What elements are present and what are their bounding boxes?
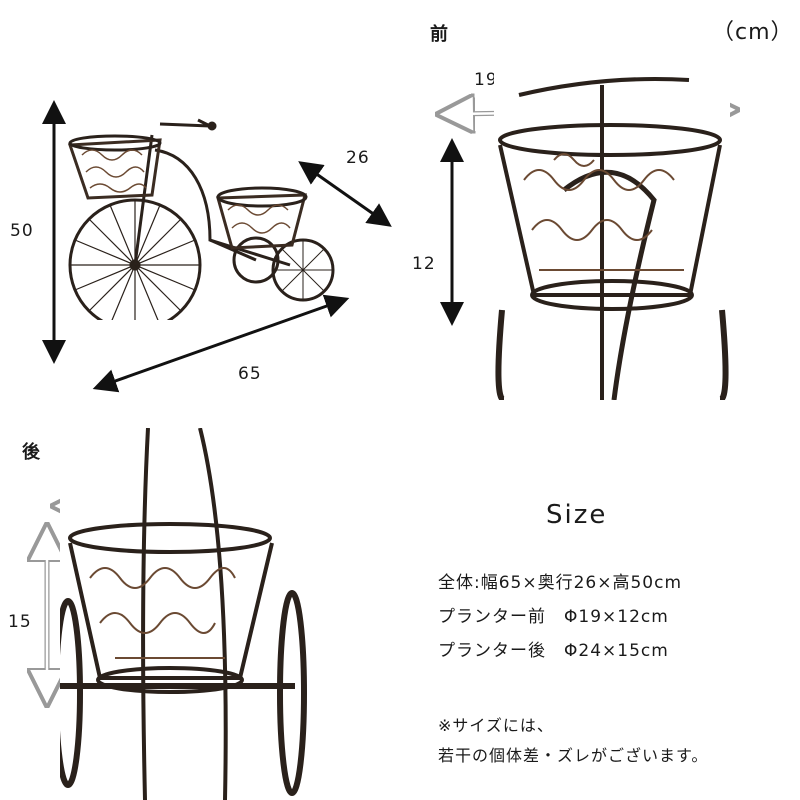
note-line-1: ※サイズには、 xyxy=(438,716,554,735)
tricycle-illustration xyxy=(67,118,335,320)
depth-arrow xyxy=(298,161,392,227)
spec-front-planter: プランター前 Φ19×12cm xyxy=(438,607,669,627)
front-diameter-label: 19 xyxy=(474,70,498,90)
overall-depth-label: 26 xyxy=(346,148,370,168)
front-planter-illustration xyxy=(495,77,729,400)
front-view-label: 前 xyxy=(430,24,448,45)
spec-back-planter: プランター後 Φ24×15cm xyxy=(438,641,669,661)
unit-label: （cm） xyxy=(712,20,794,45)
spec-overall: 全体:幅65×奥行26×高50cm xyxy=(438,573,683,593)
size-heading: Size xyxy=(546,500,608,530)
overall-width-label: 65 xyxy=(238,364,262,384)
overall-height-label: 50 xyxy=(10,221,34,241)
front-height-label: 12 xyxy=(412,254,436,274)
back-height-label: 15 xyxy=(8,612,32,632)
width-arrow xyxy=(92,294,350,393)
photo-back-planter xyxy=(60,428,315,800)
note-line-2: 若干の個体差・ズレがございます。 xyxy=(438,746,709,765)
back-view-label: 後 xyxy=(22,442,40,463)
back-planter-illustration xyxy=(60,428,307,800)
photo-front-planter xyxy=(494,70,730,400)
